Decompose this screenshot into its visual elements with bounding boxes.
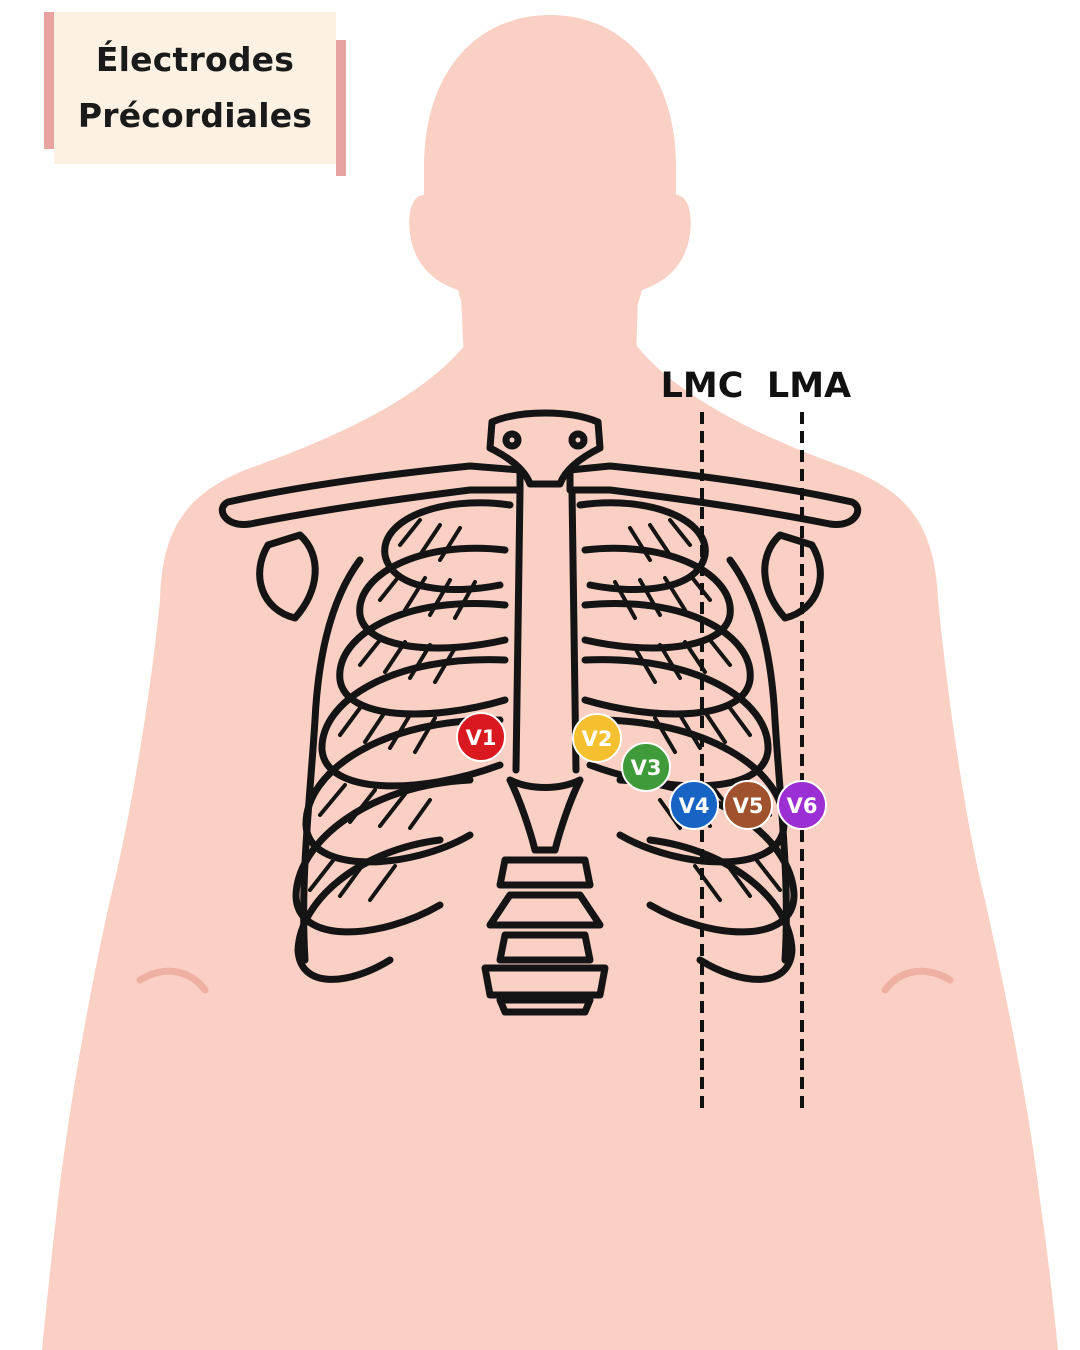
manubrium-notch-right	[568, 430, 588, 450]
title-line-1: Électrodes	[95, 40, 295, 79]
sternum-edge-right	[568, 486, 580, 774]
title-accent-right	[336, 40, 346, 176]
electrode-v2-label: V2	[582, 727, 613, 751]
electrodes: V1 V2 V3 V4 V5 V6	[456, 712, 827, 830]
manubrium-notch-left	[502, 430, 522, 450]
title-line-2: Précordiales	[77, 96, 313, 135]
manubrium	[486, 409, 604, 488]
title-card: Électrodes Précordiales	[44, 12, 346, 176]
elbow-crease-left	[136, 967, 209, 994]
clavicle-right	[566, 462, 862, 528]
electrode-v4: V4	[669, 780, 719, 830]
sternum-edge-left	[512, 486, 524, 774]
elbow-crease-right	[881, 967, 954, 994]
guide-label-lmc: LMC	[661, 366, 744, 406]
electrode-v2: V2	[572, 713, 622, 763]
electrode-v3-dot	[621, 742, 671, 792]
guide-label-lma: LMA	[767, 366, 851, 406]
clavicle-left	[218, 462, 524, 528]
xiphoid	[506, 776, 584, 854]
electrode-v6-label: V6	[787, 794, 818, 818]
electrode-v6: V6	[777, 780, 827, 830]
rib-hatching	[308, 518, 782, 902]
electrode-v4-label: V4	[679, 794, 710, 818]
ribs-left	[292, 499, 514, 983]
shoulder-joint-left	[256, 531, 319, 622]
title-paper: Électrodes Précordiales	[54, 12, 336, 164]
shoulder-joint-right	[761, 531, 824, 622]
electrode-v3: V3	[621, 742, 671, 792]
electrode-v1-label: V1	[466, 726, 497, 750]
electrode-v2-dot	[572, 713, 622, 763]
electrode-v5-dot	[723, 780, 773, 830]
electrode-v5: V5	[723, 780, 773, 830]
head	[409, 15, 691, 360]
title-accent-left	[44, 12, 54, 149]
rib-cage	[218, 409, 862, 1016]
electrode-v6-dot	[777, 780, 827, 830]
spine	[481, 856, 609, 1016]
electrode-v4-dot	[669, 780, 719, 830]
guide-lines: LMC LMA	[661, 366, 851, 1112]
electrode-v1: V1	[456, 712, 506, 762]
electrode-v5-label: V5	[733, 794, 764, 818]
electrode-v3-label: V3	[631, 756, 662, 780]
body-silhouette	[42, 15, 1058, 1350]
electrode-v1-dot	[456, 712, 506, 762]
